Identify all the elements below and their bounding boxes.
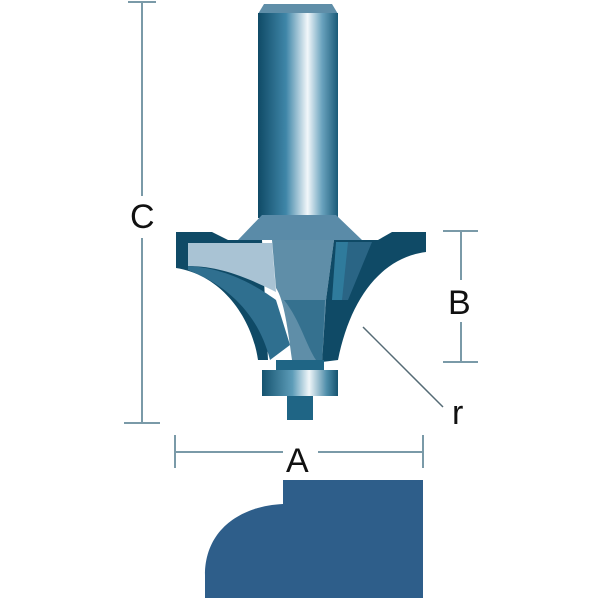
label-a: A [286, 442, 309, 480]
pilot [287, 396, 313, 420]
label-c: C [130, 198, 155, 236]
body-cone [238, 215, 362, 240]
left-cutter-wing [176, 232, 290, 360]
bearing [262, 370, 338, 396]
cut-profile [205, 480, 423, 598]
right-cutter-wing [322, 232, 426, 362]
neck [276, 360, 324, 370]
shank [258, 4, 338, 218]
radius-leader: r [362, 326, 463, 432]
dimension-a: A [174, 435, 424, 480]
body-edge [284, 300, 325, 362]
label-b: B [448, 284, 471, 322]
dimension-c: C [124, 1, 160, 424]
dimension-b: B [443, 230, 478, 363]
label-r: r [452, 394, 463, 432]
